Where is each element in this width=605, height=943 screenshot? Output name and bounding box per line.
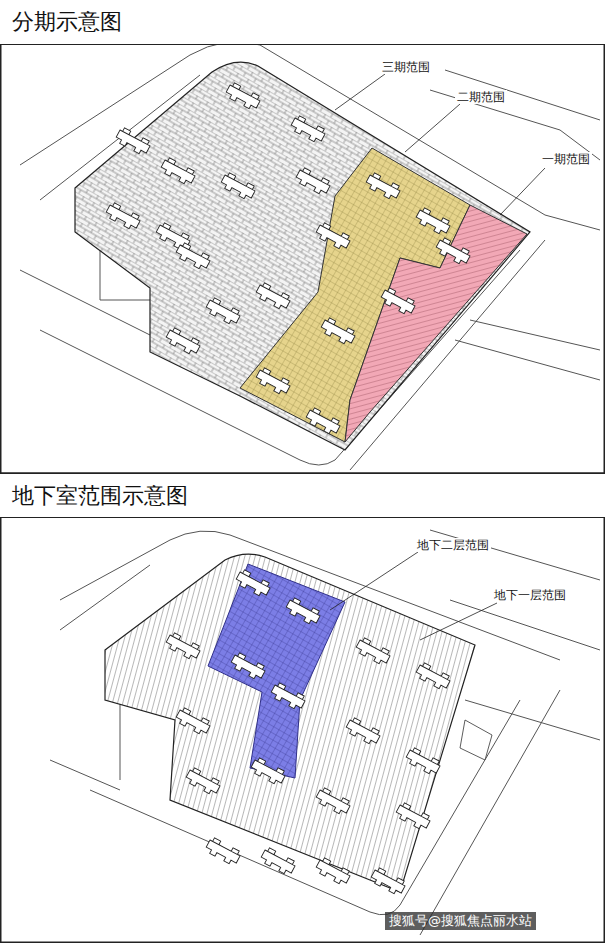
building-footprint bbox=[404, 746, 442, 776]
building-footprint bbox=[414, 206, 452, 236]
building-footprint bbox=[204, 836, 242, 866]
panel-header: 地下室范围示意图 bbox=[0, 473, 605, 518]
building-footprint bbox=[249, 756, 287, 786]
building-footprint bbox=[319, 316, 357, 346]
panel-title: 分期示意图 bbox=[12, 9, 605, 35]
building-footprint bbox=[104, 201, 142, 231]
callout-label: 二期范围 bbox=[455, 90, 507, 104]
callout-label: 三期范围 bbox=[380, 60, 432, 74]
building-footprint bbox=[379, 286, 417, 316]
building-footprint bbox=[254, 281, 292, 311]
building-footprint bbox=[304, 406, 342, 436]
building-footprint bbox=[289, 114, 327, 144]
building-footprint bbox=[414, 661, 452, 691]
building-footprint bbox=[174, 241, 212, 271]
building-footprint bbox=[314, 221, 352, 251]
panel-header: 分期示意图 bbox=[0, 0, 605, 45]
building-footprint bbox=[184, 766, 222, 796]
building-footprint bbox=[164, 326, 202, 356]
building-footprint bbox=[164, 631, 202, 661]
building-footprint bbox=[369, 866, 407, 896]
building-footprint bbox=[174, 706, 212, 736]
panel-title: 地下室范围示意图 bbox=[12, 483, 605, 509]
building-footprint bbox=[234, 568, 272, 598]
building-footprint bbox=[314, 856, 352, 886]
building-footprint bbox=[269, 681, 307, 711]
callout-label: 地下一层范围 bbox=[492, 588, 568, 602]
building-footprint bbox=[254, 366, 292, 396]
building-footprint bbox=[394, 801, 432, 831]
building-footprint bbox=[159, 156, 197, 186]
building-footprint bbox=[294, 166, 332, 196]
building-footprint bbox=[229, 651, 267, 681]
building-footprint bbox=[434, 236, 472, 266]
building-footprint bbox=[364, 171, 402, 201]
building-footprint bbox=[204, 296, 242, 326]
building-footprint bbox=[344, 716, 382, 746]
building-footprint bbox=[284, 596, 322, 626]
callout-label: 地下二层范围 bbox=[415, 538, 491, 552]
building-footprint bbox=[219, 171, 257, 201]
watermark: 搜狐号@搜狐焦点丽水站 bbox=[385, 912, 536, 930]
building-footprint bbox=[224, 81, 262, 111]
callout-label: 一期范围 bbox=[540, 152, 592, 166]
building-footprint bbox=[114, 126, 152, 156]
building-footprint bbox=[314, 786, 352, 816]
building-footprint bbox=[259, 846, 297, 876]
building-footprint bbox=[354, 636, 392, 666]
